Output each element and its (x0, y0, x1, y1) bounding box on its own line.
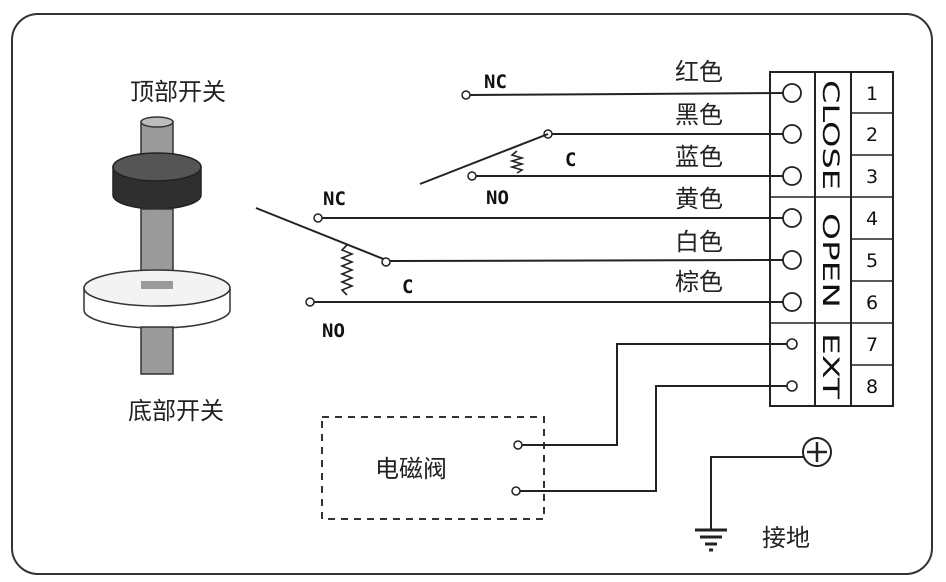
terminal-screw-5 (782, 250, 802, 270)
wire-color-6: 棕色 (675, 268, 723, 296)
terminal-screw-4 (782, 208, 802, 228)
bottom-c-label: C (402, 276, 413, 298)
ground-label: 接地 (762, 524, 810, 552)
solenoid-valve-label: 电磁阀 (375, 455, 447, 483)
terminal-number-6: 6 (866, 292, 878, 314)
terminal-number-1: 1 (866, 83, 878, 105)
terminal-screw-7 (786, 338, 798, 350)
terminal-number-8: 8 (866, 376, 878, 398)
bottom-switch-wiring (255, 207, 784, 307)
terminal-number-2: 2 (866, 124, 878, 146)
wire-color-1: 红色 (675, 58, 723, 86)
solenoid-wiring (511, 343, 787, 496)
ground-symbol (695, 437, 832, 552)
terminal-block (769, 71, 894, 407)
diagram-frame (11, 13, 933, 575)
wire-color-2: 黑色 (675, 101, 723, 129)
terminal-screw-3 (782, 166, 802, 186)
top-nc-label: NC (484, 71, 507, 93)
bottom-nc-label: NC (323, 188, 346, 210)
terminal-screw-8 (786, 380, 798, 392)
ext-group-label: EXT (817, 333, 842, 400)
terminal-number-5: 5 (866, 250, 878, 272)
top-c-label: C (565, 149, 576, 171)
solenoid-valve-box (321, 416, 545, 520)
terminal-number-3: 3 (866, 166, 878, 188)
open-group-label: OPEN (817, 213, 842, 308)
terminal-number-4: 4 (866, 208, 878, 230)
terminal-screw-2 (782, 124, 802, 144)
wire-color-5: 白色 (675, 228, 723, 256)
bottom-switch-label: 底部开关 (128, 397, 224, 425)
cam-assembly (83, 116, 231, 375)
top-switch-label: 顶部开关 (130, 78, 226, 106)
terminal-number-7: 7 (866, 334, 878, 356)
wire-color-3: 蓝色 (675, 143, 723, 171)
top-switch-wiring (419, 90, 784, 185)
close-group-label: CLOSE (817, 80, 842, 190)
terminal-screw-1 (782, 83, 802, 103)
terminal-screw-6 (782, 292, 802, 312)
wire-color-4: 黄色 (675, 185, 723, 213)
top-no-label: NO (486, 187, 509, 209)
bottom-no-label: NO (322, 320, 345, 342)
